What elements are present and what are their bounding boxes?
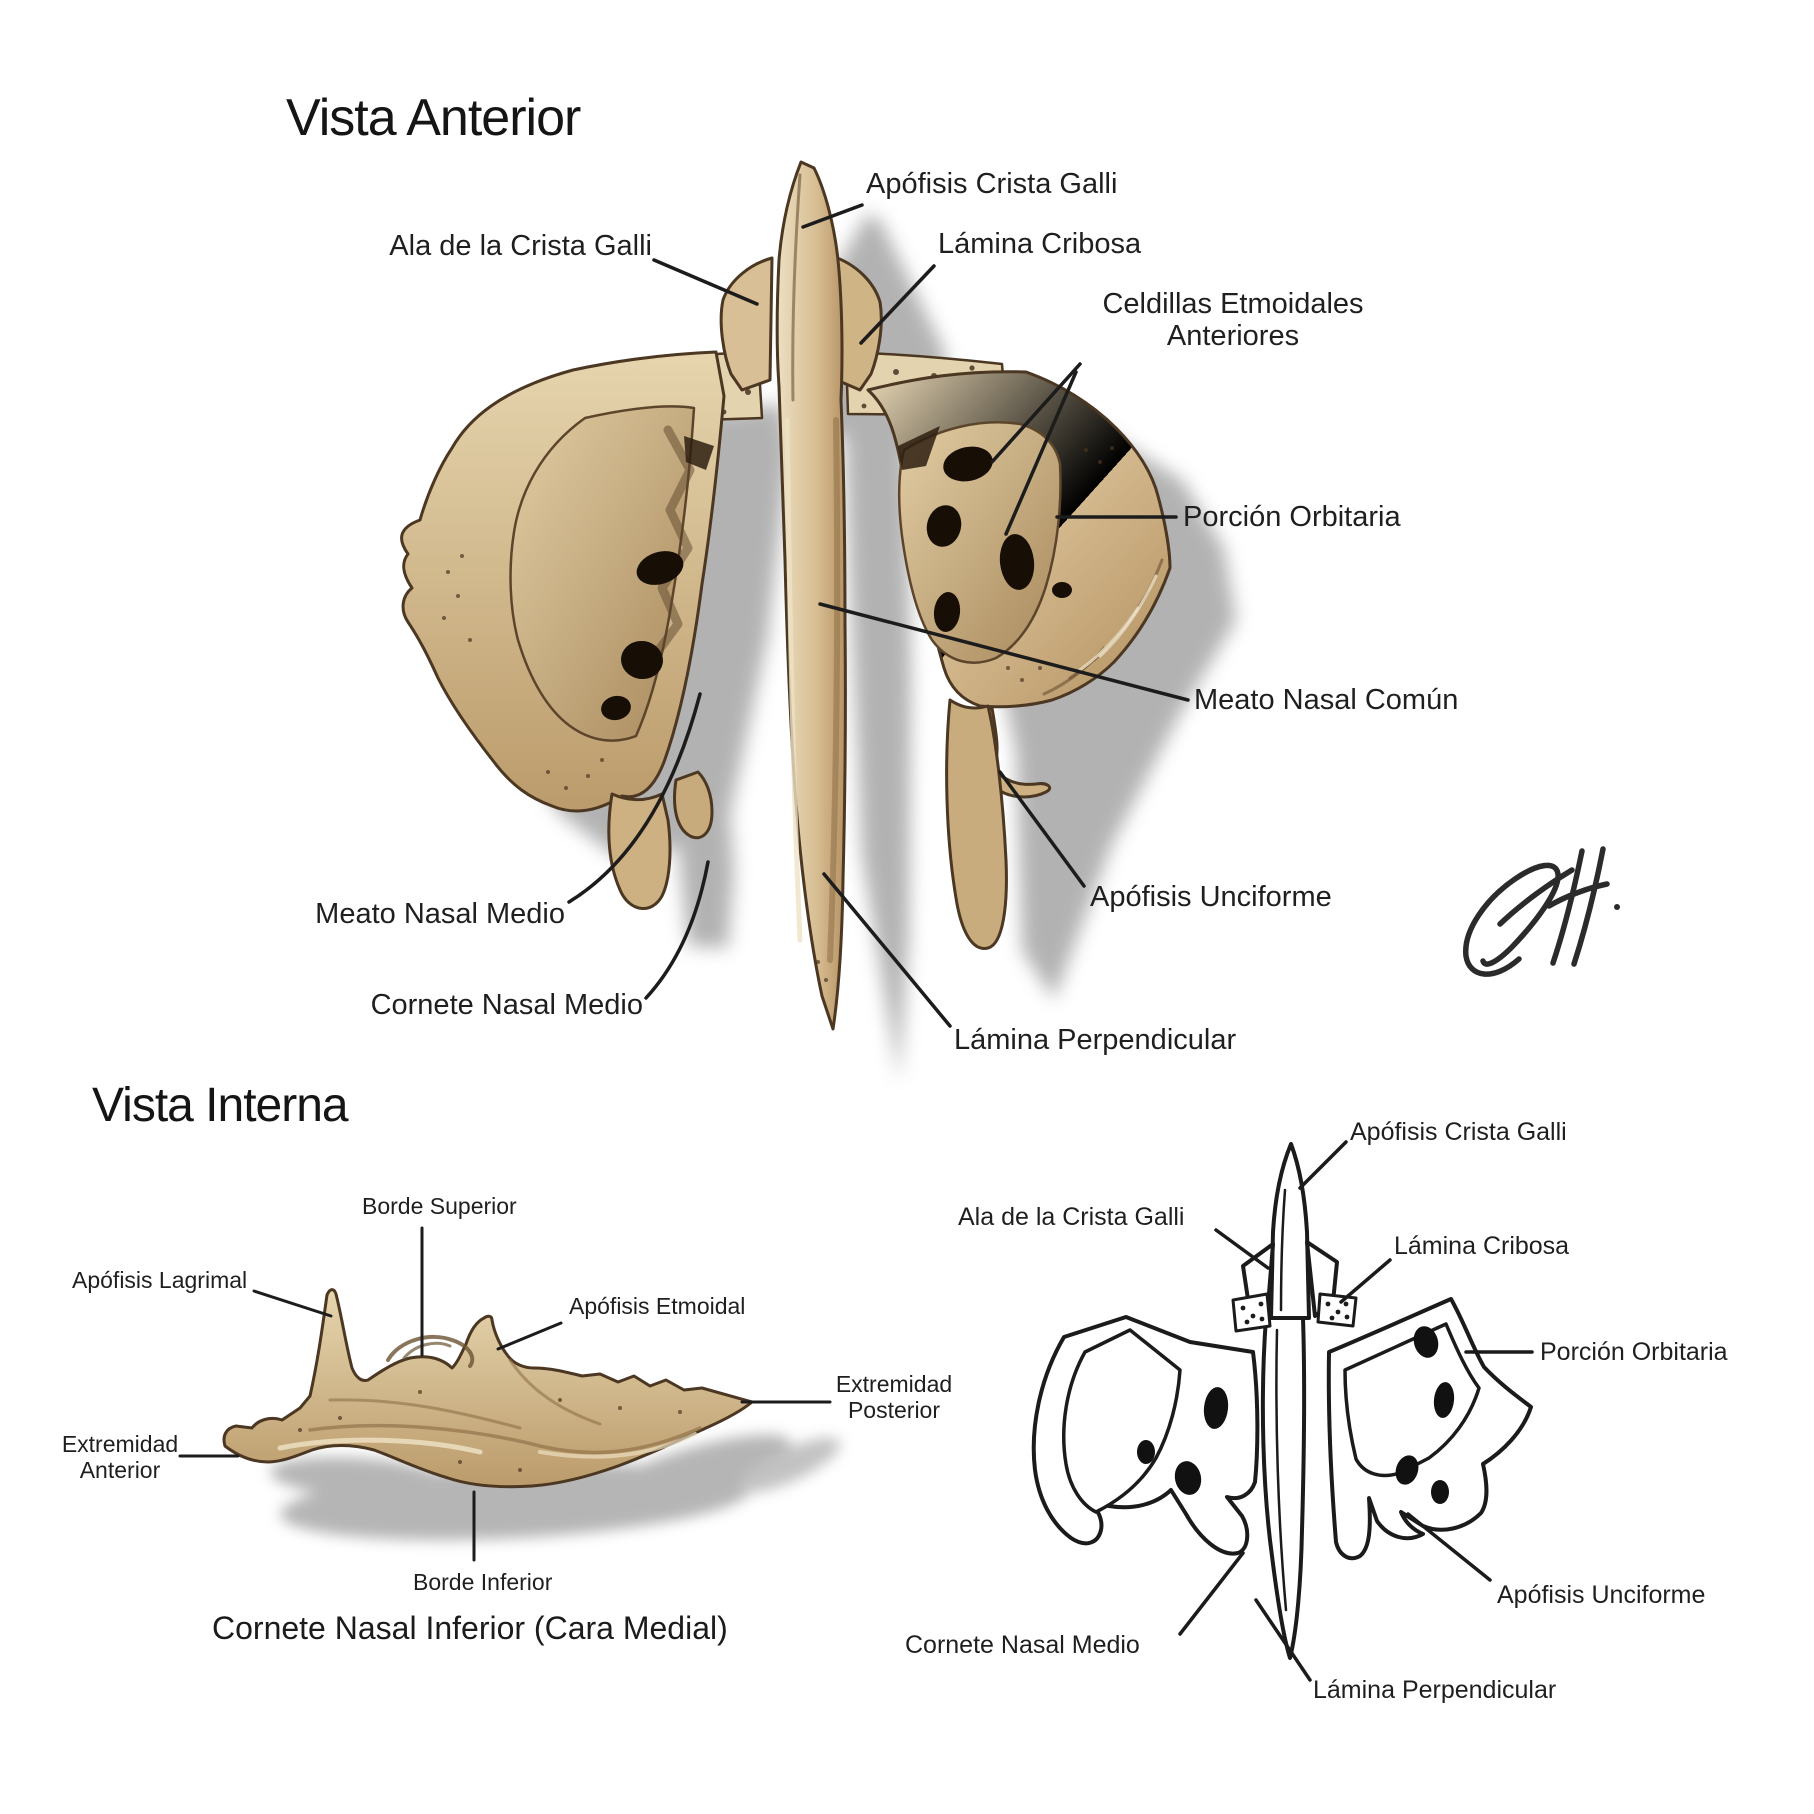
bone-freckles — [442, 446, 1114, 982]
label-apofisis-crista-galli: Apófisis Crista Galli — [866, 168, 1118, 200]
ld-ethmoid-cells — [1137, 1326, 1455, 1504]
label-borde-inferior: Borde Inferior — [413, 1569, 553, 1595]
plate-highlight — [784, 417, 803, 943]
ld-label-apofisis-crista-galli: Apófisis Crista Galli — [1350, 1118, 1567, 1146]
leader-line — [1339, 1258, 1392, 1304]
leader-line — [990, 362, 1082, 464]
ld-label-apofisis-unciforme: Apófisis Unciforme — [1497, 1581, 1706, 1609]
label-extremidad-anterior: Extremidad Anterior — [61, 1431, 179, 1483]
leader-line — [496, 1321, 563, 1351]
anterior-leader-lines — [567, 203, 1190, 1028]
left-panel-wedge — [684, 436, 714, 470]
interna-leader-lines — [178, 1226, 832, 1562]
leader-line — [1406, 1512, 1492, 1582]
right-panel-wedge — [898, 426, 940, 470]
leader-line — [567, 692, 702, 904]
ld-left-panel — [1062, 1328, 1182, 1514]
ethmoid-line-drawing — [1031, 1142, 1533, 1660]
plate-shading — [827, 417, 841, 963]
ld-lamina-perpendicular — [1260, 1316, 1307, 1660]
anterior-view-title: Vista Anterior — [286, 89, 581, 147]
ala-crista-galli-right-shape — [830, 254, 883, 392]
label-cornete-nasal-medio: Cornete Nasal Medio — [370, 989, 643, 1021]
leader-line — [1214, 1228, 1270, 1270]
cornete-medio-process — [607, 792, 672, 910]
ala-crista-galli-left-shape — [719, 256, 774, 392]
right-ethmoid-cells — [926, 446, 1072, 632]
ld-cribosa-left — [1231, 1292, 1272, 1333]
line-drawing-leader-lines — [1178, 1140, 1534, 1682]
leader-line — [652, 258, 759, 306]
leader-line — [1298, 1140, 1348, 1190]
inferior-concha-body — [222, 1288, 754, 1489]
left-panel-step — [645, 425, 695, 667]
leader-line — [644, 860, 710, 1000]
label-porcion-orbitaria: Porción Orbitaria — [1183, 501, 1401, 533]
leader-line — [818, 602, 1190, 702]
ld-label-lamina-cribosa: Lámina Cribosa — [1394, 1232, 1570, 1260]
label-lamina-cribosa: Lámina Cribosa — [938, 228, 1142, 260]
label-meato-nasal-comun: Meato Nasal Común — [1194, 684, 1459, 716]
leader-line — [1178, 1551, 1245, 1636]
label-ala-de-la-crista-galli: Ala de la Crista Galli — [389, 230, 652, 262]
label-apofisis-lagrimal: Apófisis Lagrimal — [72, 1267, 248, 1293]
ld-label-lamina-perpendicular: Lámina Perpendicular — [1313, 1676, 1557, 1704]
leader-line — [252, 1289, 333, 1318]
label-borde-superior: Borde Superior — [362, 1193, 517, 1219]
orbital-fan-ridges — [1042, 558, 1164, 696]
label-meato-nasal-medio: Meato Nasal Medio — [315, 898, 565, 930]
ld-label-ala-de-la-crista-galli: Ala de la Crista Galli — [958, 1203, 1185, 1231]
artist-signature — [1463, 846, 1620, 977]
left-small-process — [673, 770, 714, 840]
label-celdillas-etmoidales: Celdillas Etmoidales Anteriores — [1102, 288, 1364, 353]
leader-line — [859, 264, 936, 345]
concha-freckles — [298, 1390, 682, 1472]
label-apofisis-etmoidal: Apófisis Etmoidal — [569, 1293, 746, 1319]
leader-line — [1254, 1598, 1312, 1682]
ld-lamina-detail — [1275, 1328, 1288, 1612]
plate-midline-ridge — [791, 173, 802, 402]
interna-view-title: Vista Interna — [92, 1079, 349, 1132]
ld-crista-galli — [1269, 1142, 1311, 1320]
anterior-ethmoid-illustration — [400, 160, 1172, 1031]
ld-label-cornete-nasal-medio: Cornete Nasal Medio — [905, 1631, 1140, 1659]
ld-right-panel — [1343, 1322, 1481, 1478]
leader-line — [998, 770, 1086, 888]
leader-line — [801, 203, 864, 229]
leader-line — [822, 872, 952, 1028]
ld-label-porcion-orbitaria: Porción Orbitaria — [1540, 1338, 1728, 1366]
leader-line — [1004, 370, 1078, 536]
label-apofisis-unciforme: Apófisis Unciforme — [1090, 881, 1332, 913]
inferior-concha-illustration — [222, 1288, 754, 1489]
label-lamina-perpendicular: Lámina Perpendicular — [954, 1024, 1237, 1056]
left-ethmoid-cells — [601, 551, 684, 721]
ld-crista-detail — [1279, 1188, 1287, 1312]
concha-caption: Cornete Nasal Inferior (Cara Medial) — [212, 1610, 728, 1646]
ld-cribosa-dots — [1240, 1301, 1350, 1325]
label-extremidad-posterior: Extremidad Posterior — [835, 1371, 953, 1423]
right-long-process — [945, 698, 1008, 950]
concha-surface-ridges — [277, 1334, 702, 1459]
concha-shadow — [270, 1434, 841, 1540]
